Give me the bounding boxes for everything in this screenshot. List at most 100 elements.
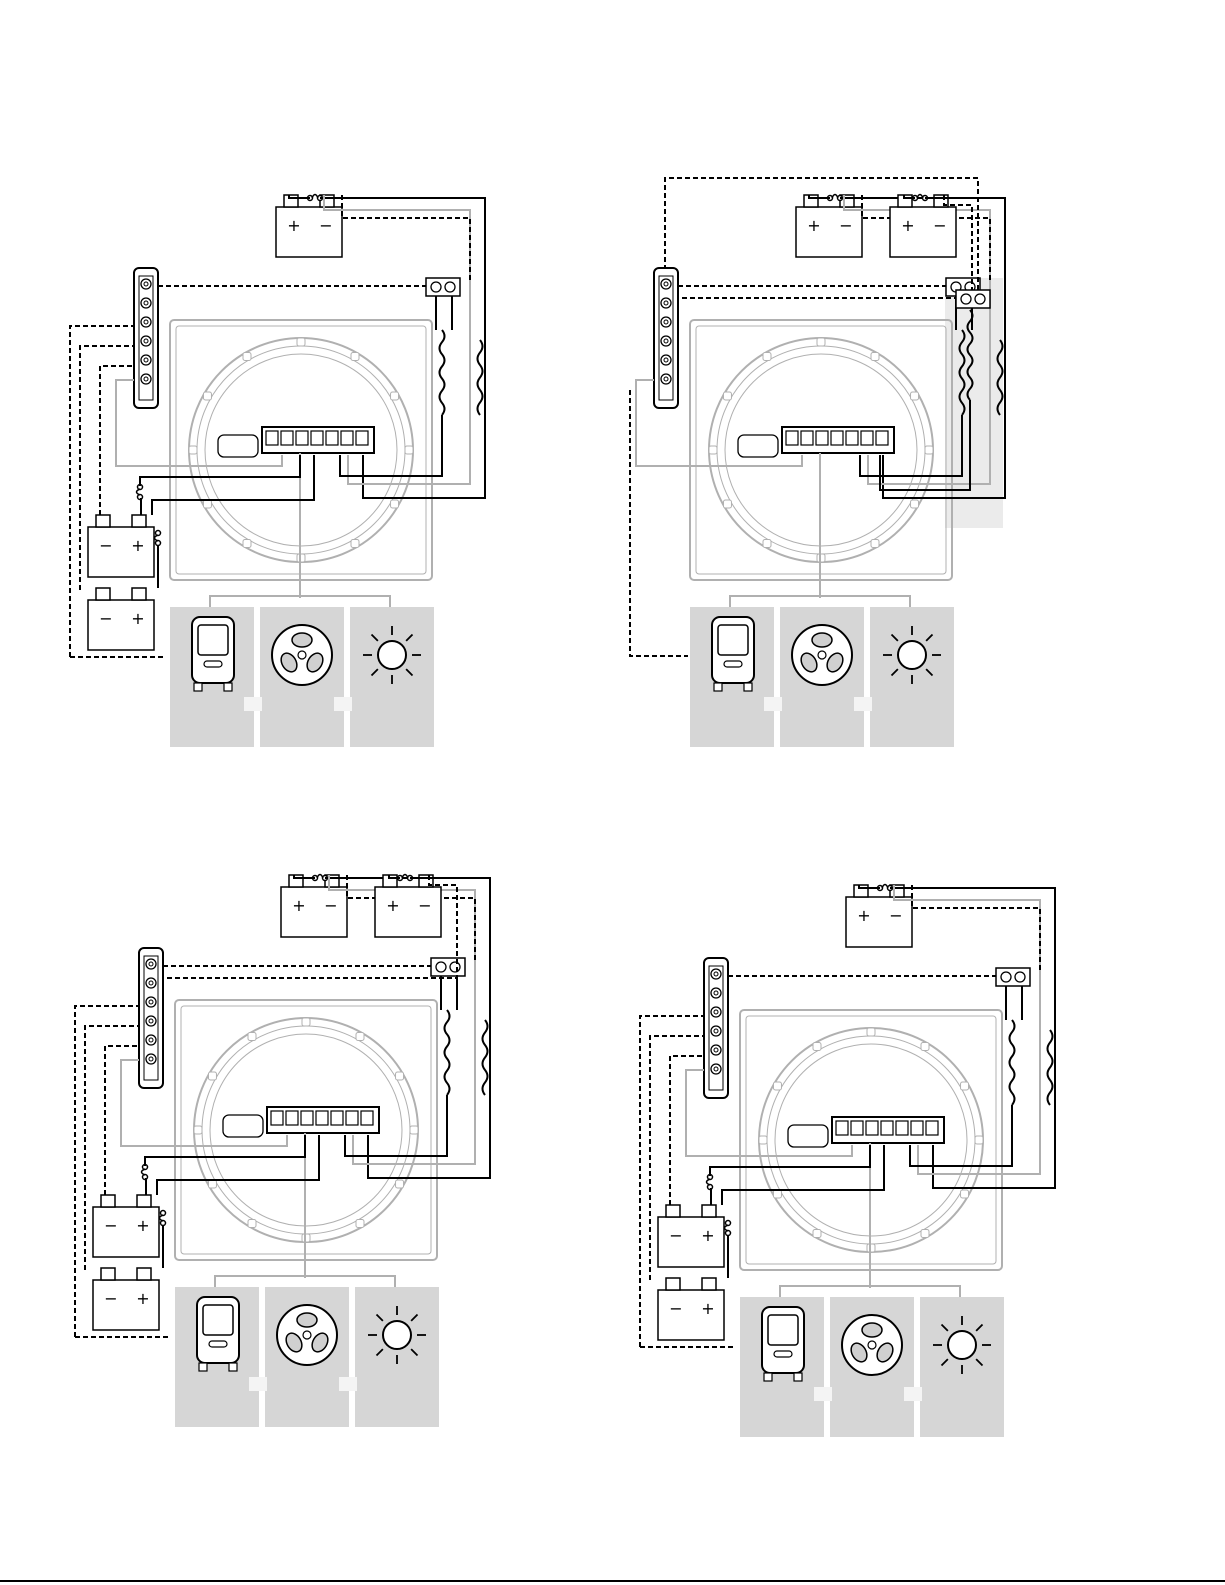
fuse-end <box>161 1211 166 1216</box>
fan-icon <box>272 625 332 685</box>
housing-tab <box>297 338 305 346</box>
connector-pin <box>361 1111 373 1125</box>
battery-plus-label: + <box>857 906 870 925</box>
wiring-diagram-4: +−+−+− <box>640 885 1055 1438</box>
fuse-icon <box>137 485 143 500</box>
battery-minus-label: − <box>669 1299 682 1318</box>
connector-pin <box>801 431 813 445</box>
connector-pin <box>896 1121 908 1135</box>
fuse-icon <box>707 1175 713 1190</box>
terminal-screw-center <box>714 972 718 976</box>
terminal-screw-center <box>664 320 668 324</box>
panel-tag <box>764 697 782 711</box>
connector-pin <box>316 1111 328 1125</box>
light-bulb-icon <box>883 626 941 684</box>
terminal-block-icon <box>139 948 163 1088</box>
panel-tag <box>854 697 872 711</box>
housing-tab <box>391 392 399 400</box>
housing-tab <box>302 1018 310 1026</box>
terminal-screw-center <box>664 358 668 362</box>
connector-pin <box>346 1111 358 1125</box>
panel-tag <box>334 697 352 711</box>
battery-icon: +− <box>93 1195 159 1257</box>
housing-tab <box>405 446 413 454</box>
fan-blade <box>292 633 312 647</box>
battery-post <box>289 875 303 887</box>
accessory-panels <box>170 607 434 747</box>
fuse-link <box>882 885 888 889</box>
housing-tab <box>208 1072 216 1080</box>
connector-pin <box>266 431 278 445</box>
control-panel-icon <box>762 1307 804 1381</box>
housing-tab <box>961 1082 969 1090</box>
fan-blade <box>812 633 832 647</box>
wire-aux-positive <box>145 1135 305 1195</box>
housing-tab <box>871 352 879 360</box>
battery-post <box>137 1268 151 1280</box>
connector-pin <box>846 431 858 445</box>
battery-plus-label: + <box>136 1216 149 1235</box>
battery-icon: +− <box>658 1278 724 1340</box>
fuse-end <box>156 531 161 536</box>
battery-minus-label: − <box>839 216 852 235</box>
connector-pin <box>831 431 843 445</box>
battery-plus-label: + <box>131 536 144 555</box>
accessory-panels <box>690 607 954 747</box>
wire-main-negative <box>342 195 470 282</box>
fan-blade <box>297 1313 317 1327</box>
housing-tab <box>410 1126 418 1134</box>
terminal-screw-center <box>149 962 153 966</box>
wire-aux-positive <box>140 455 300 515</box>
connector-pin <box>286 1111 298 1125</box>
battery-icon: +− <box>88 515 154 577</box>
fuse-end <box>161 1221 166 1226</box>
housing-tab <box>813 1042 821 1050</box>
terminal-block-icon <box>704 958 728 1098</box>
battery-post <box>132 515 146 527</box>
device-button <box>209 1341 227 1347</box>
accessory-panels <box>175 1287 439 1427</box>
terminal-screw-center <box>714 1010 718 1014</box>
panel-tag <box>249 1377 267 1391</box>
housing-tab <box>871 540 879 548</box>
light-core <box>383 1321 411 1349</box>
battery-plus-label: + <box>287 216 300 235</box>
housing-tab <box>208 1180 216 1188</box>
device-plug <box>794 1373 802 1381</box>
battery-post <box>96 588 110 600</box>
battery-post <box>101 1268 115 1280</box>
housing-tab <box>203 392 211 400</box>
battery-plus-label: + <box>901 216 914 235</box>
connector-pin <box>311 431 323 445</box>
connector-pin <box>851 1121 863 1135</box>
accessory-panels <box>740 1297 1004 1437</box>
device-plug <box>194 683 202 691</box>
twisted-wire <box>478 340 483 415</box>
housing-tab <box>911 500 919 508</box>
battery-minus-label: − <box>933 216 946 235</box>
device-button <box>204 661 222 667</box>
connector-pin <box>296 431 308 445</box>
fuse-icon <box>142 1165 148 1180</box>
panel-tag <box>339 1377 357 1391</box>
device-plug <box>229 1363 237 1371</box>
housing-tab <box>356 1032 364 1040</box>
housing-tab <box>709 446 717 454</box>
terminal-block-icon <box>134 268 158 408</box>
battery-plus-label: + <box>701 1299 714 1318</box>
battery-post <box>702 1278 716 1290</box>
control-panel-icon <box>712 617 754 691</box>
battery-post <box>804 195 818 207</box>
fuse-link <box>317 875 323 879</box>
fan-icon <box>792 625 852 685</box>
battery-minus-label: − <box>669 1226 682 1245</box>
terminal-screw-center <box>149 981 153 985</box>
panel-tag <box>904 1387 922 1401</box>
fuse-holder-post <box>445 282 455 292</box>
connector-pin <box>341 431 353 445</box>
fuse-icon <box>725 1221 731 1236</box>
battery-icon: +− <box>93 1268 159 1330</box>
battery-plus-label: + <box>807 216 820 235</box>
battery-post <box>96 515 110 527</box>
